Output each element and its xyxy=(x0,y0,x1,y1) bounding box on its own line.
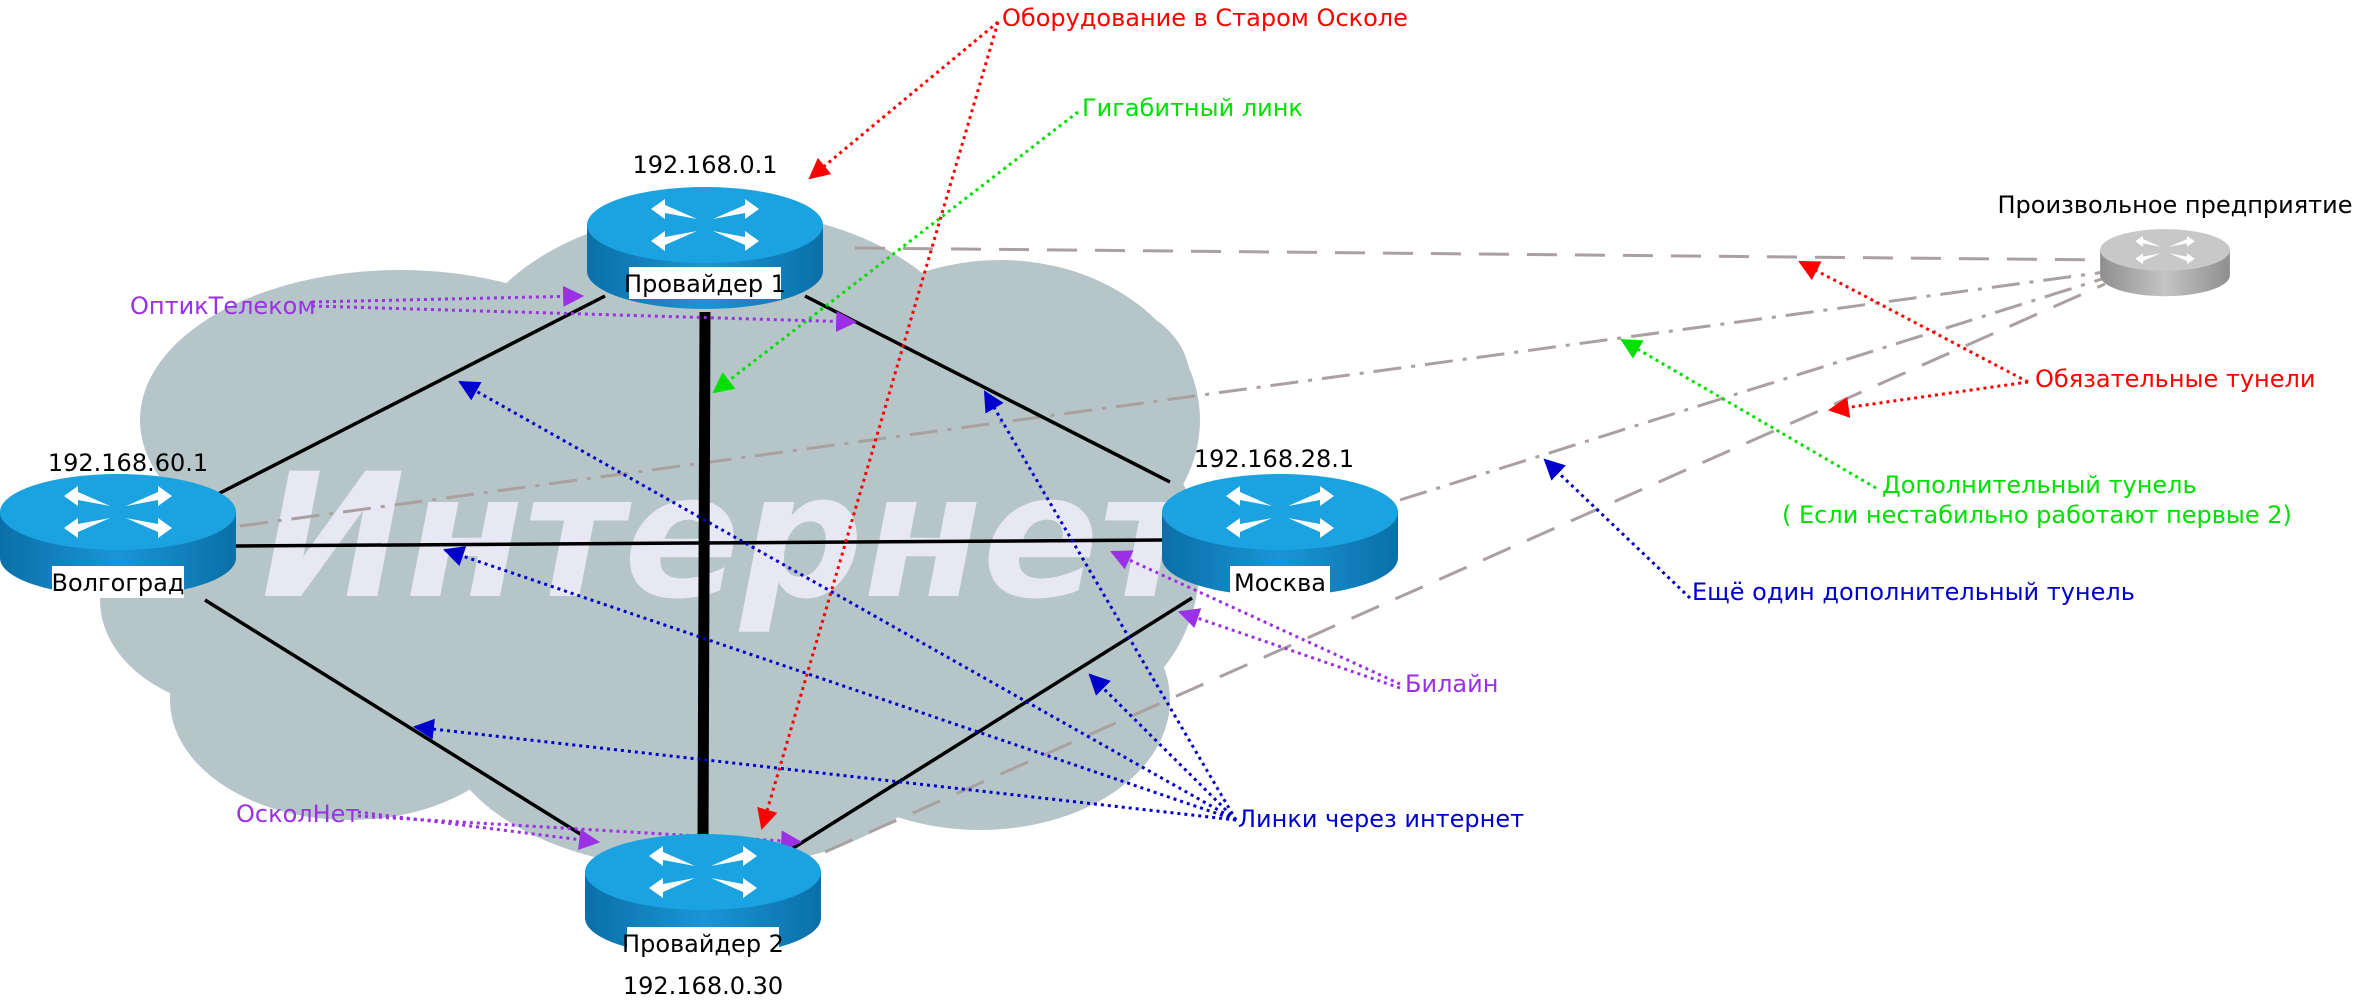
label-gigabit: Гигабитный линк xyxy=(1082,94,1303,122)
label-mandatory-tunnels: Обязательные тунели xyxy=(2035,365,2315,393)
router-name: Москва xyxy=(1234,569,1326,597)
label-additional-tunnel: Дополнительный тунель xyxy=(1882,471,2197,499)
router-moscow[interactable]: Москва 192.168.28.1 xyxy=(1162,445,1398,598)
tunnel-provider2-enterprise xyxy=(824,282,2106,854)
router-name: Произвольное предприятие xyxy=(1998,191,2353,219)
router-name: Провайдер 1 xyxy=(624,270,786,298)
label-beeline: Билайн xyxy=(1405,670,1498,698)
router-volgograd[interactable]: Волгоград 192.168.60.1 xyxy=(0,449,236,598)
label-oskolnet: ОсколНет xyxy=(236,800,359,828)
internet-links-arrows xyxy=(412,380,1692,822)
label-internet-links: Линки через интернет xyxy=(1238,805,1524,833)
tunnel-moscow-enterprise xyxy=(1399,276,2106,502)
tunnel-volgograd-enterprise xyxy=(239,270,2106,528)
label-another-tunnel: Ещё один дополнительный тунель xyxy=(1692,578,2135,606)
router-provider1[interactable]: Провайдер 1 192.168.0.1 xyxy=(587,151,823,309)
router-ip: 192.168.0.1 xyxy=(632,151,777,179)
router-icon xyxy=(1162,474,1398,596)
router-provider2[interactable]: Провайдер 2 192.168.0.30 xyxy=(585,834,821,1000)
red-arrows xyxy=(757,20,2029,831)
link-volgograd-provider1 xyxy=(217,294,606,496)
tunnels xyxy=(239,246,2106,854)
label-staryi-oskol: Оборудование в Старом Осколе xyxy=(1002,4,1408,32)
link-gigabit xyxy=(697,311,711,843)
network-links xyxy=(204,294,1193,852)
link-volgograd-provider2 xyxy=(204,598,591,842)
router-icon xyxy=(2100,229,2230,297)
router-ip: 192.168.28.1 xyxy=(1194,445,1354,473)
router-name: Провайдер 2 xyxy=(622,930,784,958)
label-optiktelekom: ОптикТелеком xyxy=(130,292,315,320)
annotations: Оборудование в Старом Осколе Гигабитный … xyxy=(130,4,2315,833)
purple-arrows xyxy=(311,285,1401,852)
router-enterprise[interactable]: Произвольное предприятие xyxy=(1998,191,2353,297)
label-additional-tunnel-note: ( Если нестабильно работают первые 2) xyxy=(1782,501,2292,529)
link-provider1-moscow xyxy=(804,294,1171,484)
router-ip: 192.168.60.1 xyxy=(48,449,208,477)
tunnel-provider1-enterprise xyxy=(854,246,2106,262)
router-name: Волгоград xyxy=(52,569,185,597)
link-provider2-moscow xyxy=(789,596,1193,852)
router-ip: 192.168.0.30 xyxy=(623,972,783,1000)
